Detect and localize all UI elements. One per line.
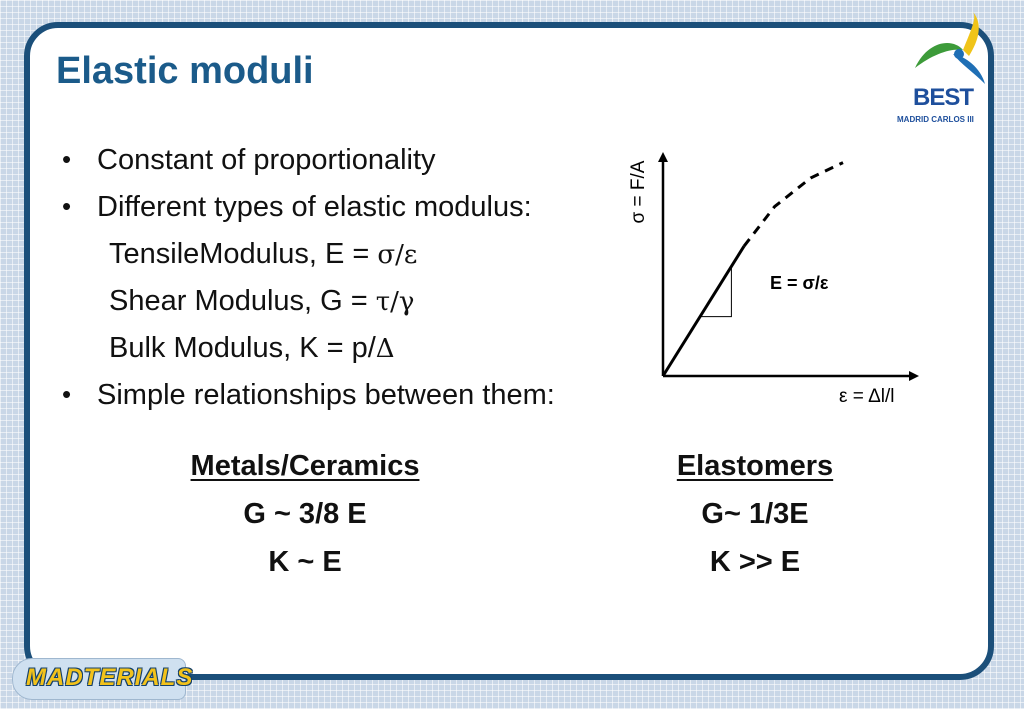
curve-solid-segment [661, 245, 746, 377]
modulus-annotation: E = σ/ε [770, 273, 829, 293]
tensile-modulus-formula: σ/ε [377, 240, 418, 270]
bulk-modulus-formula: Δ [375, 334, 395, 364]
y-axis-arrow-icon [658, 152, 668, 162]
elastomers-shear-relation: G~ 1/3E [701, 498, 809, 530]
slide-frame [24, 22, 994, 680]
bullet-constant: Constant of proportionality [60, 144, 436, 177]
metals-column: Metals/Ceramics G ~ 3/8 E K ~ E [150, 442, 460, 586]
madterials-wordmark: MADTERIALS [26, 664, 194, 691]
shear-modulus-label: Shear Modulus, G = [109, 285, 376, 317]
curve-dashed-segment [742, 161, 844, 248]
stress-strain-chart: σ = F/A ε = Δl/l E = σ/ε [630, 152, 919, 407]
y-axis-label: σ = F/A [630, 160, 649, 223]
metals-heading: Metals/Ceramics [190, 450, 420, 482]
shear-modulus-line: Shear Modulus, G = τ/γ [109, 285, 414, 318]
logo-subtitle: MADRID CARLOS III [897, 115, 974, 124]
tensile-modulus-line: TensileModulus, E = σ/ε [109, 238, 417, 271]
bulk-modulus-line: Bulk Modulus, K = p/Δ [109, 332, 395, 365]
shear-modulus-formula: τ/γ [375, 287, 415, 317]
bullet-relationships: Simple relationships between them: [60, 379, 555, 412]
bulk-modulus-label: Bulk Modulus, K = p/ [109, 332, 376, 364]
elastomers-heading: Elastomers [676, 450, 834, 482]
tensile-modulus-label: TensileModulus, E = [109, 238, 378, 270]
elastomers-bulk-relation: K >> E [709, 546, 801, 578]
slide-title: Elastic moduli [56, 50, 314, 92]
best-swirl-logo-icon [915, 12, 985, 84]
bullet-types: Different types of elastic modulus: [60, 191, 532, 224]
slope-triangle [700, 266, 732, 318]
x-axis-arrow-icon [909, 371, 919, 381]
chart-marks [661, 161, 844, 377]
elastomers-column: Elastomers G~ 1/3E K >> E [630, 442, 880, 586]
madterials-logo-icon [12, 658, 186, 700]
metals-shear-relation: G ~ 3/8 E [243, 498, 367, 530]
metals-bulk-relation: K ~ E [268, 546, 342, 578]
x-axis-label: ε = Δl/l [839, 386, 895, 407]
logo-wordmark: BEST [913, 84, 974, 111]
